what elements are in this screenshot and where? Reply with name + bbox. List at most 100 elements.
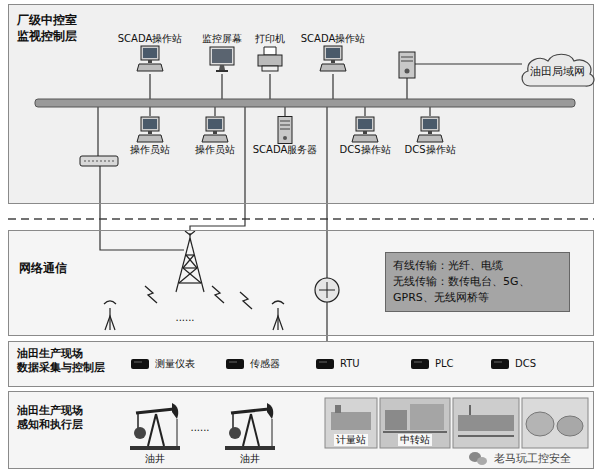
monitor-stand <box>219 65 225 70</box>
station-label: SCADA操作站 <box>301 33 366 45</box>
wire <box>429 107 430 116</box>
server-slot <box>280 129 290 130</box>
station-label: DCS操作站 <box>339 144 390 156</box>
monitor-stand <box>331 60 335 63</box>
wechat-icon <box>469 452 487 465</box>
polished-rod <box>177 419 178 446</box>
station-label: SCADA操作站 <box>118 33 183 45</box>
transport-box: 有线传输：光纤、电缆无线传输：数传电台、5G、GPRS、无线网桥等 <box>385 252 570 312</box>
antenna-wave <box>104 301 116 304</box>
layer-title: 厂级中控室 监视控制层 <box>17 13 87 44</box>
computer-icon <box>350 116 380 144</box>
monitor-stand <box>428 131 432 134</box>
tower-antenna <box>185 231 195 235</box>
ellipsis-mark: ...... <box>175 312 194 324</box>
device-detail <box>494 362 502 363</box>
station-photo-label: 中转站 <box>398 434 432 446</box>
monitor-frame <box>210 47 234 65</box>
photo-building <box>410 404 444 430</box>
station-label: 监控屏幕 <box>202 33 242 45</box>
photo-pipe <box>383 431 447 433</box>
walking-beam <box>231 409 269 413</box>
layer-title: 油田生产现场 数据采集与控制层 <box>17 347 117 376</box>
wire <box>97 107 98 156</box>
station-label: 操作员站 <box>130 144 170 156</box>
device-icon <box>225 358 245 370</box>
monitor-screen <box>208 119 222 129</box>
device-detail <box>414 362 422 363</box>
transport-text: 无线传输：数传电台、5G、GPRS、无线网桥等 <box>393 274 562 306</box>
watermark: 老马玩工控安全 <box>492 452 573 465</box>
photo-chimney <box>335 405 341 413</box>
switch-body <box>80 156 118 166</box>
station-node: 操作员站 <box>130 116 170 156</box>
cloud-shape <box>522 54 594 86</box>
computer-icon <box>270 116 300 144</box>
radio-tower <box>176 231 204 292</box>
router-icon <box>315 278 339 302</box>
device-body <box>226 359 244 369</box>
monitor-screen <box>423 119 437 129</box>
divider-dashed <box>8 218 594 220</box>
wire <box>284 107 285 116</box>
tower-leg <box>176 238 190 292</box>
photo-pipe <box>458 435 514 437</box>
monitor-screen <box>326 48 340 58</box>
device-label: PLC <box>435 358 454 370</box>
station-node: DCS操作站 <box>404 116 455 156</box>
photo-tank <box>557 416 583 436</box>
photo <box>453 398 519 448</box>
pump-base <box>130 446 180 450</box>
device-label: 测量仪表 <box>155 358 195 370</box>
device-icon <box>410 358 430 370</box>
counterweight <box>134 427 146 439</box>
switch-icon <box>80 156 118 166</box>
device-node: RTU <box>315 358 360 370</box>
wire <box>190 107 245 231</box>
computer-icon <box>255 45 285 73</box>
tower-brace <box>183 255 194 268</box>
wechat-bubble <box>477 457 487 465</box>
polished-rod <box>272 419 273 446</box>
panel-fills <box>8 4 594 469</box>
photo <box>380 398 450 448</box>
photo-pipe <box>469 405 471 415</box>
station-node: 打印机 <box>255 33 285 73</box>
monitor-frame <box>206 117 224 131</box>
station-photo-label: 计量站 <box>334 434 368 446</box>
station-node: SCADA服务器 <box>253 116 318 156</box>
counterweight <box>229 427 241 439</box>
station-label: 操作员站 <box>195 144 235 156</box>
device-node: 传感器 <box>225 358 280 370</box>
wireless-bolts <box>145 286 252 309</box>
transport-text: 有线传输：光纤、电缆 <box>393 258 562 274</box>
keyboard <box>202 135 228 142</box>
monitor-frame <box>141 117 159 131</box>
server-body <box>399 52 415 78</box>
computer-icon <box>415 116 445 144</box>
antenna-icon <box>104 301 284 330</box>
monitor-frame <box>324 46 342 60</box>
panel-fill <box>8 4 594 204</box>
photo <box>522 398 588 448</box>
panel-fill <box>8 230 594 336</box>
layer-panel: 厂级中控室 监视控制层SCADA操作站监控屏幕打印机SCADA操作站操作员站操作… <box>8 4 594 204</box>
device-node: DCS <box>490 358 536 370</box>
server-light <box>283 136 287 140</box>
station-node: SCADA操作站 <box>118 33 183 73</box>
device-body <box>316 359 334 369</box>
monitor-stand <box>148 131 152 134</box>
device-detail <box>229 362 237 363</box>
tower-brace <box>186 255 197 268</box>
keyboard <box>417 135 443 142</box>
wire <box>214 107 215 116</box>
wire <box>149 74 150 99</box>
photo <box>325 398 377 448</box>
antenna-wave <box>272 301 284 304</box>
switch-ports <box>84 161 114 162</box>
horse-head <box>267 403 273 419</box>
antenna-mast <box>277 308 278 330</box>
monitor-frame <box>356 117 374 131</box>
network-bus <box>35 99 575 107</box>
device-label: 传感器 <box>250 358 280 370</box>
